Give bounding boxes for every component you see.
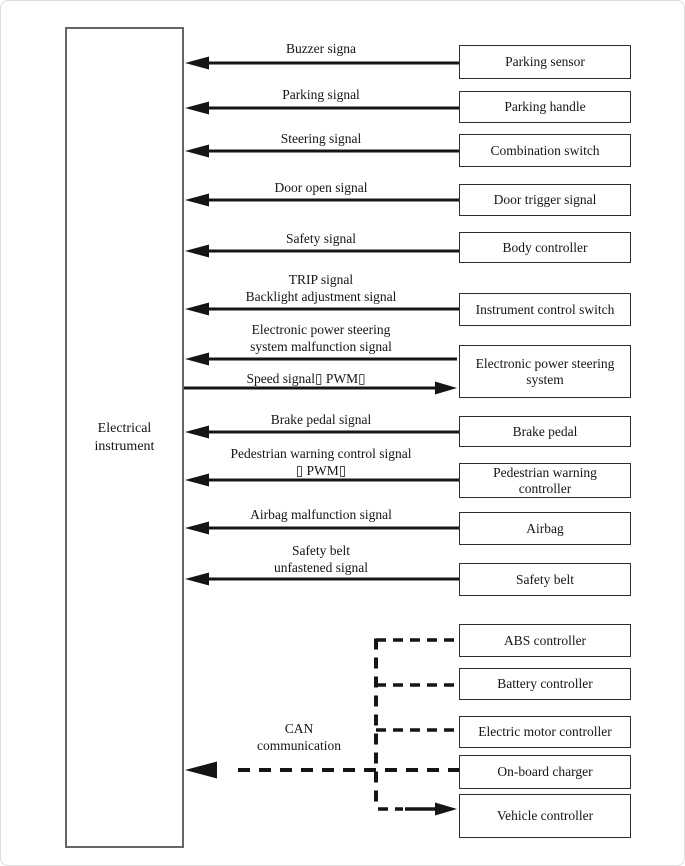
component-label: Safety belt xyxy=(515,571,575,587)
signal-label-airbag-malfunction: Airbag malfunction signal xyxy=(250,507,392,522)
component-label: Electric motor controller xyxy=(478,724,612,739)
component-label: Battery controller xyxy=(497,676,593,691)
component-box-safety-belt: Safety belt xyxy=(459,563,631,596)
signal-label-pedestrian-warning: Pedestrian warning control signal ▯ PWM▯ xyxy=(230,446,412,478)
signal-label-trip-backlight: TRIP signal Backlight adjustment signal xyxy=(245,272,397,304)
component-label: Parking sensor xyxy=(505,54,585,69)
component-label: Electronic power steering system xyxy=(475,355,615,387)
signal-label-parking: Parking signal xyxy=(282,87,360,102)
component-label: Pedestrian warning controller xyxy=(493,464,597,496)
component-label: Instrument control switch xyxy=(475,301,615,317)
component-label: Door trigger signal xyxy=(493,192,597,207)
arrowhead-left-icon xyxy=(185,56,209,70)
signal-label-can-communication: CAN communication xyxy=(257,721,341,753)
component-box-pedestrian-warning-controller: Pedestrian warning controller xyxy=(459,463,631,498)
signal-label-steering: Steering signal xyxy=(280,131,362,146)
component-box-electric-motor-controller: Electric motor controller xyxy=(459,716,631,748)
signal-label-brake-pedal: Brake pedal signal xyxy=(270,412,372,427)
component-label: On-board charger xyxy=(497,764,593,779)
electrical-instrument-label: Electrical instrument xyxy=(94,420,155,454)
component-box-door-trigger-signal: Door trigger signal xyxy=(459,184,631,216)
component-box-eps-system: Electronic power steering system xyxy=(459,345,631,398)
signal-label-eps-malfunction: Electronic power steering system malfunc… xyxy=(250,322,392,354)
component-label: ABS controller xyxy=(503,632,587,648)
arrowhead-right-icon xyxy=(435,802,457,816)
component-box-brake-pedal: Brake pedal xyxy=(459,416,631,447)
component-box-instrument-control-switch: Instrument control switch xyxy=(459,293,631,326)
electrical-instrument-box: Electrical instrument xyxy=(65,27,184,848)
component-box-abs-controller: ABS controller xyxy=(459,624,631,657)
component-box-on-board-charger: On-board charger xyxy=(459,755,631,789)
component-box-body-controller: Body controller xyxy=(459,232,631,263)
component-box-vehicle-controller: Vehicle controller xyxy=(459,794,631,838)
component-label: Combination switch xyxy=(490,142,600,158)
arrowhead-left-icon xyxy=(185,761,217,779)
signal-label-safety: Safety signal xyxy=(285,231,357,246)
component-box-battery-controller: Battery controller xyxy=(459,668,631,700)
component-box-parking-handle: Parking handle xyxy=(459,91,631,123)
component-label: Vehicle controller xyxy=(496,808,594,823)
component-box-combination-switch: Combination switch xyxy=(459,134,631,167)
signal-label-safety-belt: Safety belt unfastened signal xyxy=(273,543,369,575)
component-label: Parking handle xyxy=(504,99,586,114)
arrow-buzzer-signal xyxy=(185,56,460,70)
component-label: Body controller xyxy=(502,239,588,255)
component-label: Airbag xyxy=(526,520,564,536)
component-box-airbag: Airbag xyxy=(459,512,631,545)
component-box-parking-sensor: Parking sensor xyxy=(459,45,631,79)
signal-label-door-open: Door open signal xyxy=(274,180,368,195)
component-label: Brake pedal xyxy=(512,423,578,439)
signal-label-buzzer: Buzzer signa xyxy=(285,41,357,56)
signal-label-speed: Speed signal▯ PWM▯ xyxy=(246,371,366,386)
